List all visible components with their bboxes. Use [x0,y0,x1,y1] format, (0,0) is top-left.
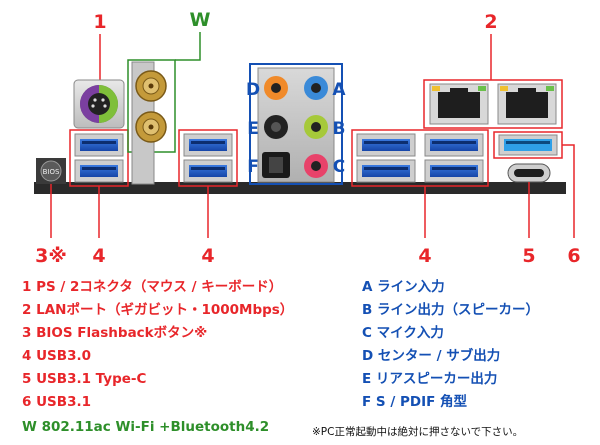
legend-item-5: 5 USB3.1 Type-C [22,371,147,387]
rear-io-panel-diagram: 1 4 BIOS 3※ W [34,9,581,267]
lan-group-frame [423,79,563,129]
audio-frame [249,63,343,185]
legend-item-2: 2 LANポート（ギガビット・1000Mbps） [22,302,294,318]
ps2-connector [73,79,125,129]
audio-label-f: F [247,157,259,177]
legend-item-f: F S / PDIF 角型 [362,394,468,410]
callout-6-line [562,144,575,238]
callout-6: 6 [567,245,580,267]
usb3-port-midleft-top [183,133,233,157]
warning-note: ※PC正常起動中は絶対に押さないで下さい。 [312,426,524,438]
usb-group-right-frame [351,129,489,187]
io-panel-bar [34,182,566,194]
wifi-antenna-top [135,70,167,102]
callout-1: 1 [93,11,106,33]
audio-label-c: C [333,157,345,177]
callout-3: 3※ [35,245,67,267]
audio-label-a: A [332,80,346,100]
callout-4a: 4 [92,245,105,267]
callout-5: 5 [522,245,535,267]
legend-item-6: 6 USB3.1 [22,394,91,410]
callout-4b: 4 [201,245,214,267]
legend-item-d: D センター / サブ出力 [362,348,501,364]
audio-jack-c [304,154,328,178]
spdif-optical-port [262,152,290,178]
lan-port-2 [497,83,557,125]
legend-item-e: E リアスピーカー出力 [362,371,498,387]
callout-4c: 4 [418,245,431,267]
usb31-type-a-port [498,134,558,156]
usb3-port-right-3 [424,133,484,157]
usb3-port-midleft-bottom [183,159,233,183]
legend-item-1: 1 PS / 2コネクタ（マウス / キーボード） [22,279,283,295]
legend-item-w: W 802.11ac Wi-Fi +Bluetooth4.2 [22,419,270,435]
audio-jack-b [304,115,328,139]
usb-type-c-port [507,163,551,183]
legend-item-b: B ライン出力（スピーカー） [362,302,539,318]
bios-flashback-button: BIOS [36,158,66,184]
lan-port-1 [429,83,489,125]
audio-label-d: D [246,80,260,100]
callout-w: W [190,9,211,31]
legend-item-3: 3 BIOS Flashbackボタン※ [22,325,208,341]
wifi-antenna-bottom [135,111,167,143]
legend-item-4: 4 USB3.0 [22,348,91,364]
legend-item-a: A ライン入力 [362,279,445,295]
legend-left: 1 PS / 2コネクタ（マウス / キーボード） 2 LANポート（ギガビット… [22,276,293,414]
callout-w-line [175,32,201,61]
audio-jack-e [264,115,288,139]
bios-button-label: BIOS [43,168,60,176]
legend-right: A ライン入力 B ライン出力（スピーカー） C マイク入力 D センター / … [362,276,539,414]
usb3-port-right-4 [424,159,484,183]
usb3-port-right-2 [356,159,416,183]
audio-label-b: B [333,119,346,139]
audio-label-e: E [247,119,259,139]
audio-jack-a [304,76,328,100]
usb3-port-right-1 [356,133,416,157]
legend-item-c: C マイク入力 [362,325,444,341]
usb3-port-left-top [74,133,124,157]
callout-2: 2 [484,11,497,33]
usb3-port-left-bottom [74,159,124,183]
audio-jack-d [264,76,288,100]
